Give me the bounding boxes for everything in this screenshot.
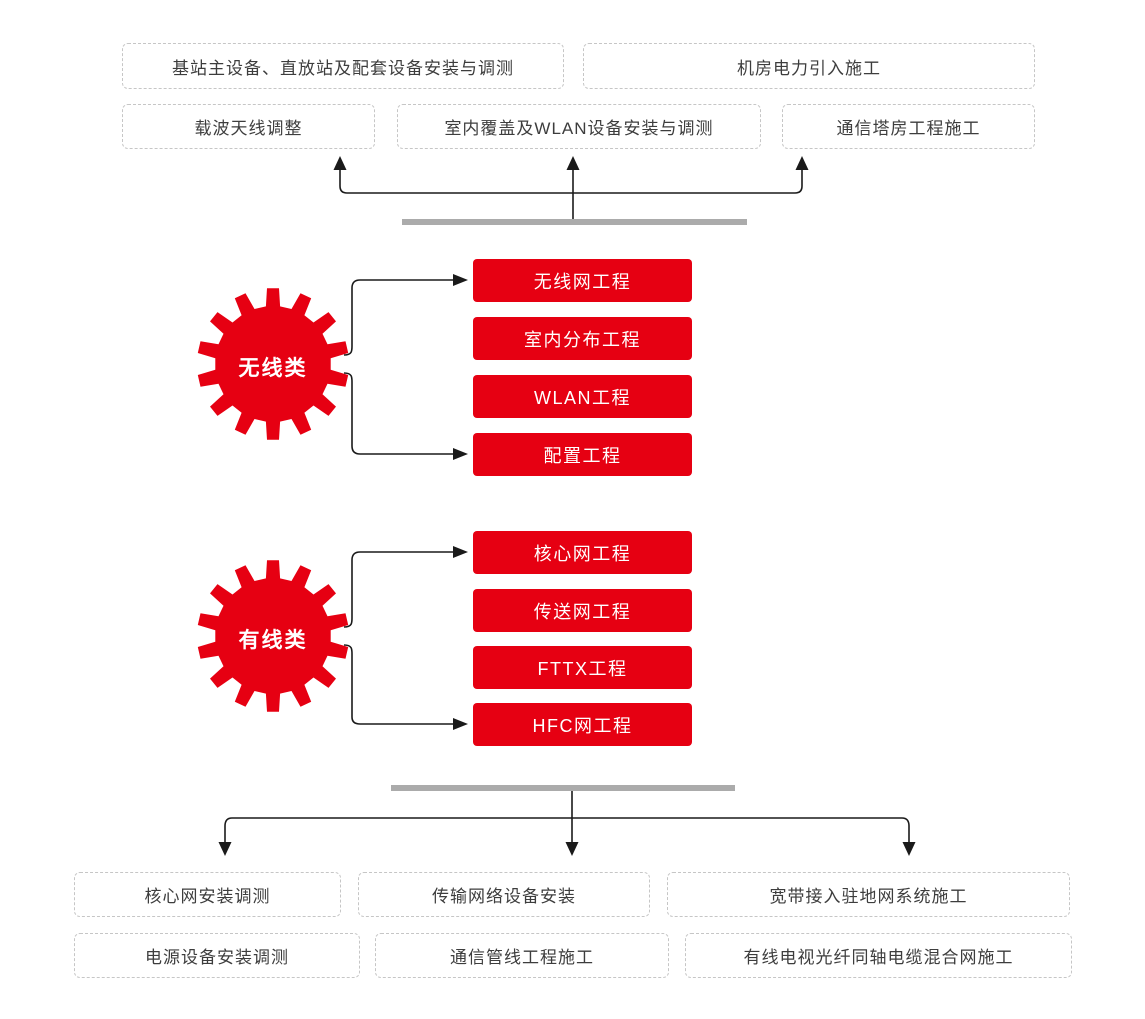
box-label: 室内分布工程	[524, 329, 641, 350]
up-arrow-icon	[795, 156, 809, 170]
wired-arrows	[453, 546, 468, 730]
box-label: 传输网络设备安装	[432, 887, 576, 906]
box-label: 通信管线工程施工	[450, 948, 594, 967]
bottom-output-box-pipeline: 通信管线工程施工	[375, 933, 669, 978]
right-arrow-icon	[453, 546, 468, 558]
top-output-box-tower: 通信塔房工程施工	[782, 104, 1035, 149]
box-label: 基站主设备、直放站及配套设备安装与调测	[172, 58, 514, 78]
wired-item-box: FTTX工程	[473, 646, 692, 689]
top-divider-bar	[402, 219, 747, 225]
box-label: 有线电视光纤同轴电缆混合网施工	[743, 948, 1014, 967]
top-up-arrows	[333, 156, 809, 170]
wired-item-box: HFC网工程	[473, 703, 692, 746]
bottom-down-arrows	[218, 842, 916, 856]
bottom-divider-bar	[391, 785, 735, 791]
wired-category-label: 有线类	[238, 629, 308, 652]
gear-icon-wireless	[197, 288, 349, 440]
box-label: 机房电力引入施工	[737, 58, 881, 78]
bottom-output-box-transmission: 传输网络设备安装	[358, 872, 650, 917]
wireless-arrows	[453, 274, 468, 460]
wireless-item-box: 室内分布工程	[473, 317, 692, 360]
box-label: WLAN工程	[533, 387, 631, 408]
down-arrow-icon	[218, 842, 232, 856]
down-arrow-icon	[565, 842, 579, 856]
up-arrow-icon	[566, 156, 580, 170]
right-arrow-icon	[453, 274, 468, 286]
gear-icon-wired	[197, 560, 349, 712]
box-label: 通信塔房工程施工	[836, 119, 981, 138]
box-label: FTTX工程	[537, 658, 628, 679]
wireless-category-label: 无线类	[238, 357, 308, 380]
box-label: 室内覆盖及WLAN设备安装与调测	[444, 119, 714, 138]
bottom-output-box-hfc-catv: 有线电视光纤同轴电缆混合网施工	[685, 933, 1072, 978]
box-label: 配置工程	[543, 445, 622, 466]
bottom-output-box-core-net: 核心网安装调测	[74, 872, 341, 917]
bottom-output-box-broadband: 宽带接入驻地网系统施工	[667, 872, 1070, 917]
top-output-box-indoor-wlan: 室内覆盖及WLAN设备安装与调测	[397, 104, 761, 149]
bottom-output-box-power-equipment: 电源设备安装调测	[74, 933, 360, 978]
wired-connector-lines	[343, 551, 453, 725]
top-output-box-base-station: 基站主设备、直放站及配套设备安装与调测	[122, 43, 564, 89]
right-arrow-icon	[453, 718, 468, 730]
box-label: 宽带接入驻地网系统施工	[769, 887, 968, 906]
box-label: 传送网工程	[533, 601, 632, 622]
top-output-box-power-intro: 机房电力引入施工	[583, 43, 1035, 89]
box-label: 电源设备安装调测	[145, 948, 289, 967]
box-label: 无线网工程	[533, 271, 632, 292]
wireless-item-box: 配置工程	[473, 433, 692, 476]
wired-item-box: 传送网工程	[473, 589, 692, 632]
wireless-item-box: WLAN工程	[473, 375, 692, 418]
wired-item-box: 核心网工程	[473, 531, 692, 574]
bottom-connector-lines	[224, 791, 910, 842]
wireless-connector-lines	[343, 279, 453, 455]
wireless-item-box: 无线网工程	[473, 259, 692, 302]
box-label: 核心网安装调测	[144, 887, 271, 906]
up-arrow-icon	[333, 156, 347, 170]
down-arrow-icon	[902, 842, 916, 856]
box-label: HFC网工程	[532, 715, 633, 736]
box-label: 载波天线调整	[194, 119, 303, 138]
right-arrow-icon	[453, 448, 468, 460]
box-label: 核心网工程	[533, 543, 632, 564]
top-output-box-carrier-antenna: 载波天线调整	[122, 104, 375, 149]
top-connector-lines	[339, 170, 803, 219]
